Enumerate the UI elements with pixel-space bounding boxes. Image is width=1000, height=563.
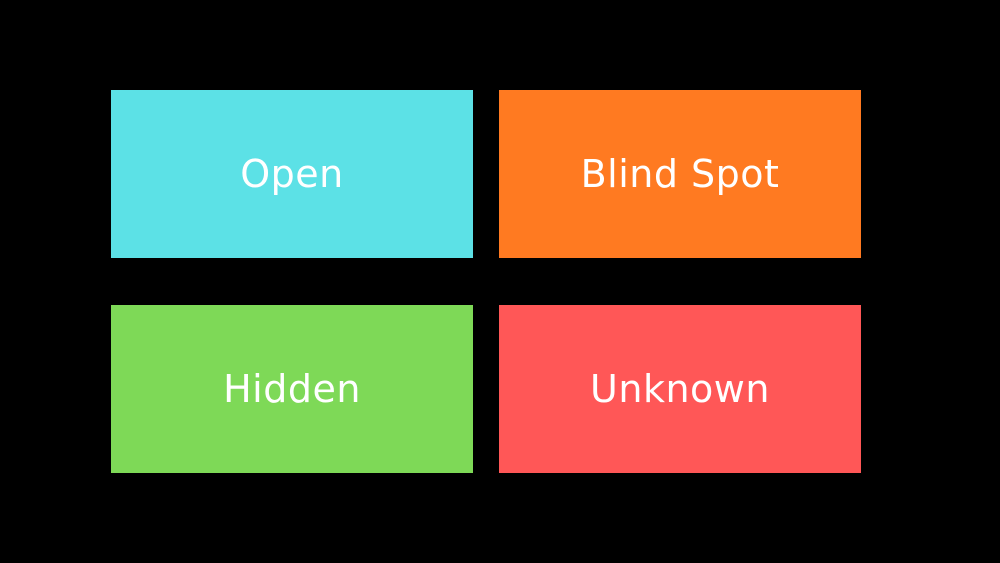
- open-label: Open: [240, 152, 344, 196]
- unknown-label: Unknown: [590, 367, 770, 411]
- hidden-label: Hidden: [223, 367, 361, 411]
- blind-spot-label: Blind Spot: [580, 152, 780, 196]
- open-quadrant: Open: [111, 90, 473, 258]
- unknown-quadrant: Unknown: [499, 305, 861, 473]
- blind-spot-quadrant: Blind Spot: [499, 90, 861, 258]
- hidden-quadrant: Hidden: [111, 305, 473, 473]
